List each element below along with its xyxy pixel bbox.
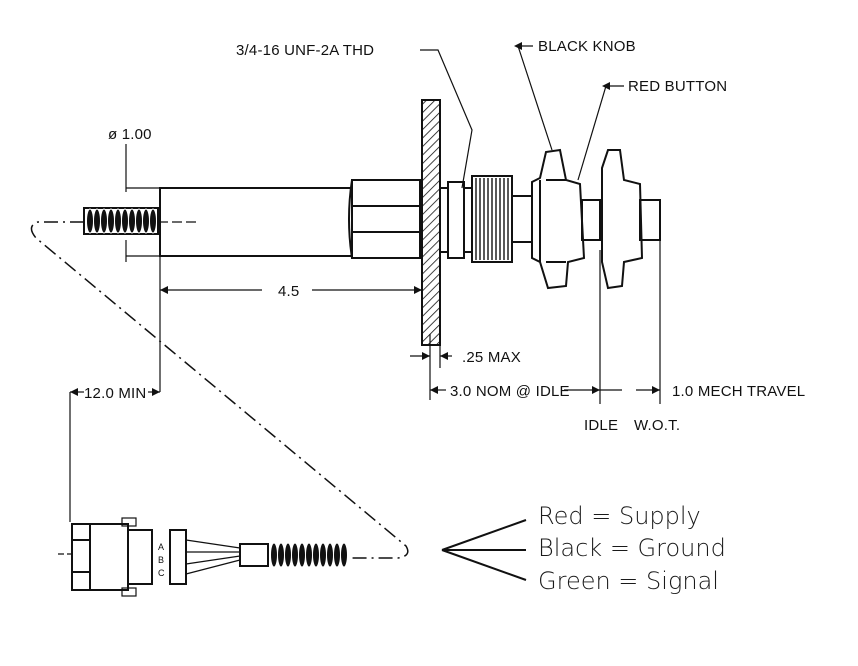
- coil-turn: [135, 208, 143, 234]
- coil-turn: [121, 208, 129, 234]
- coil-turn: [340, 542, 348, 568]
- coil-turn: [107, 208, 115, 234]
- pin-c: C: [158, 568, 165, 578]
- travel-dimension: 1.0 MECH TRAVEL IDLE W.O.T.: [584, 238, 805, 434]
- connector-assembly: C B A: [58, 517, 348, 597]
- pin-b: B: [158, 555, 164, 565]
- connector-spring: [270, 542, 348, 568]
- black-knob-callout: BLACK KNOB: [514, 38, 636, 151]
- legend-supply: Red = Supply: [538, 502, 701, 530]
- legend-ground: Black = Ground: [538, 534, 726, 562]
- travel-label: 1.0 MECH TRAVEL: [672, 383, 805, 400]
- coil-turn: [277, 542, 285, 568]
- wot-label: W.O.T.: [634, 417, 680, 434]
- sensor-assembly: [83, 99, 661, 346]
- legend-signal: Green = Signal: [538, 567, 719, 595]
- mounting-panel: [421, 99, 441, 346]
- hex-section: [348, 179, 421, 259]
- jam-nut: [439, 181, 473, 259]
- coil-turn: [86, 208, 94, 234]
- coil-turn: [270, 542, 278, 568]
- red-button-label: RED BUTTON: [628, 78, 727, 95]
- thread-label: 3/4-16 UNF-2A THD: [236, 42, 374, 59]
- knurled-nut: [471, 175, 513, 263]
- coil-turn: [326, 542, 334, 568]
- red-button-callout: RED BUTTON: [577, 78, 727, 181]
- idle-label: IDLE: [584, 417, 618, 434]
- coil-turn: [312, 542, 320, 568]
- coil-turn: [284, 542, 292, 568]
- coil-turn: [128, 208, 136, 234]
- length-label: 4.5: [278, 283, 299, 300]
- wire-legend: Red = Supply Black = Ground Green = Sign…: [441, 502, 726, 595]
- coil-turn: [149, 208, 157, 234]
- cable-min-label: 12.0 MIN: [84, 385, 146, 402]
- coil-turn: [142, 208, 150, 234]
- coil-turn: [319, 542, 327, 568]
- cable-min-dimension: 12.0 MIN: [69, 385, 160, 522]
- max-label: .25 MAX: [462, 349, 521, 366]
- coil-turn: [93, 208, 101, 234]
- coil-turn: [333, 542, 341, 568]
- red-button-idle: [581, 199, 601, 241]
- thread-callout: 3/4-16 UNF-2A THD: [236, 42, 473, 189]
- black-knob-wot: [601, 149, 661, 290]
- coil-turn: [100, 208, 108, 234]
- nominal-dimension: 3.0 NOM @ IDLE: [429, 250, 601, 404]
- connector-housing: [71, 523, 129, 591]
- coil-turn: [114, 208, 122, 234]
- cable-spring: [83, 207, 159, 235]
- nominal-label: 3.0 NOM @ IDLE: [450, 383, 570, 400]
- max-dimension: .25 MAX: [410, 334, 521, 368]
- length-dimension: 4.5: [159, 256, 422, 392]
- black-knob-label: BLACK KNOB: [538, 38, 636, 55]
- coil-turn: [291, 542, 299, 568]
- diameter-dimension: ø 1.00: [108, 126, 160, 262]
- coil-turn: [298, 542, 306, 568]
- coil-turn: [305, 542, 313, 568]
- pin-a: A: [158, 542, 164, 552]
- diameter-label: ø 1.00: [108, 126, 152, 143]
- black-knob: [531, 148, 586, 290]
